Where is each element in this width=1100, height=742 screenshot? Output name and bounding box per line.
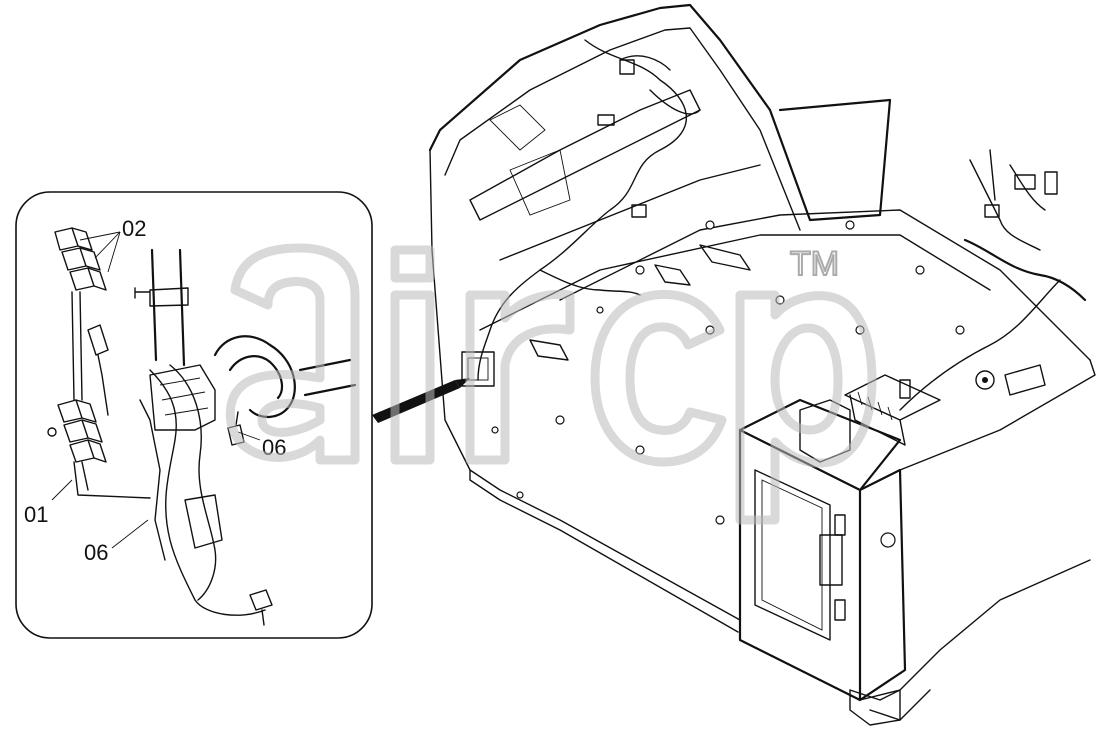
inset-hose-vertical [150, 248, 186, 367]
detail-pointer-arrow [372, 378, 470, 423]
inset-relay-bracket [149, 364, 216, 431]
cab-frame-outline [428, 3, 892, 222]
relay-location-target [461, 351, 495, 387]
floor-mounting-holes [491, 220, 965, 525]
floor-bracket-2 [654, 264, 691, 286]
leader-01 [51, 479, 73, 501]
detail-inset-border [15, 191, 373, 639]
inset-hose-right [298, 358, 357, 397]
harness-main-run [477, 39, 688, 381]
electrical-box-door [754, 469, 831, 641]
leader-06-upper [237, 431, 261, 441]
harness-branch-mid [539, 269, 641, 296]
relay-mount-rail [71, 291, 83, 401]
leader-06-lower [111, 519, 149, 549]
inset-connector-plug [87, 324, 109, 416]
harness-right-hose [963, 238, 1087, 302]
floor-plate-lower-lip [469, 469, 739, 633]
watermark-trademark: TM [790, 245, 839, 283]
floor-plate-top-edge [559, 209, 1091, 361]
harness-connector-6 [1044, 171, 1058, 195]
box-side-grommet [880, 532, 896, 548]
harness-connector-1 [597, 114, 615, 126]
detail-inset: 02 01 06 06 [15, 191, 373, 639]
inset-hose-clamp [134, 287, 189, 307]
inset-harness-bundle-3 [139, 399, 166, 561]
inset-relay-bracket-2 [184, 494, 223, 549]
floor-plate-right-edge [899, 359, 1096, 471]
leader-02-c [107, 231, 121, 273]
callout-02: 02 [122, 216, 146, 241]
harness-connector-3 [619, 59, 635, 75]
watermark-logo: TM [225, 243, 877, 525]
relay-part-02-upper [54, 227, 107, 291]
callout-06-lower: 06 [84, 540, 108, 565]
floor-plate-inner-line [479, 234, 991, 331]
harness-connector-4 [1014, 174, 1036, 190]
dash-beam-1 [469, 89, 701, 221]
foot-plate [849, 689, 901, 726]
watermark-letter-r [465, 289, 575, 465]
floor-plate-left-edge [429, 149, 741, 621]
inset-ground-bolt [249, 589, 273, 626]
floor-stud-center [982, 377, 988, 383]
floor-stud-bracket [1004, 364, 1046, 396]
electrical-box-top [738, 398, 902, 492]
floor-stud-terminal [975, 370, 995, 390]
machine-assembly [428, 3, 1096, 726]
relay-mount-rail-lower [73, 461, 151, 499]
dash-beam-2 [499, 164, 761, 261]
inset-bracket-detail [159, 377, 209, 416]
harness-branch-upper [619, 55, 701, 115]
callout-01: 01 [24, 502, 48, 527]
harness-branch-right [899, 279, 1061, 411]
cab-inner-frame [444, 27, 801, 231]
watermark-letter-c [590, 289, 727, 467]
harness-upper-right [969, 149, 1046, 251]
dash-panel-detail [489, 104, 571, 216]
watermark-letter-p [735, 290, 877, 525]
inset-harness-bundle-2 [169, 364, 217, 601]
floor-bracket-1 [699, 244, 751, 271]
watermark-letter-i [390, 245, 435, 465]
harness-connector-5 [984, 204, 1000, 218]
leader-02-b [94, 231, 121, 259]
inset-harness-bundle [149, 369, 266, 616]
leader-02-a [79, 231, 121, 241]
relay-part-01-lower [47, 399, 107, 463]
lower-skid [859, 559, 1091, 721]
door-latch-upper [834, 514, 846, 536]
harness-connector-2 [631, 204, 647, 218]
door-latch-lower [834, 599, 846, 621]
watermark-letter-a [225, 243, 360, 465]
electrical-box-side [858, 468, 907, 702]
electrical-box-door-inner [761, 479, 823, 631]
door-hinge-plate [819, 534, 843, 586]
floor-bracket-3 [529, 339, 569, 361]
